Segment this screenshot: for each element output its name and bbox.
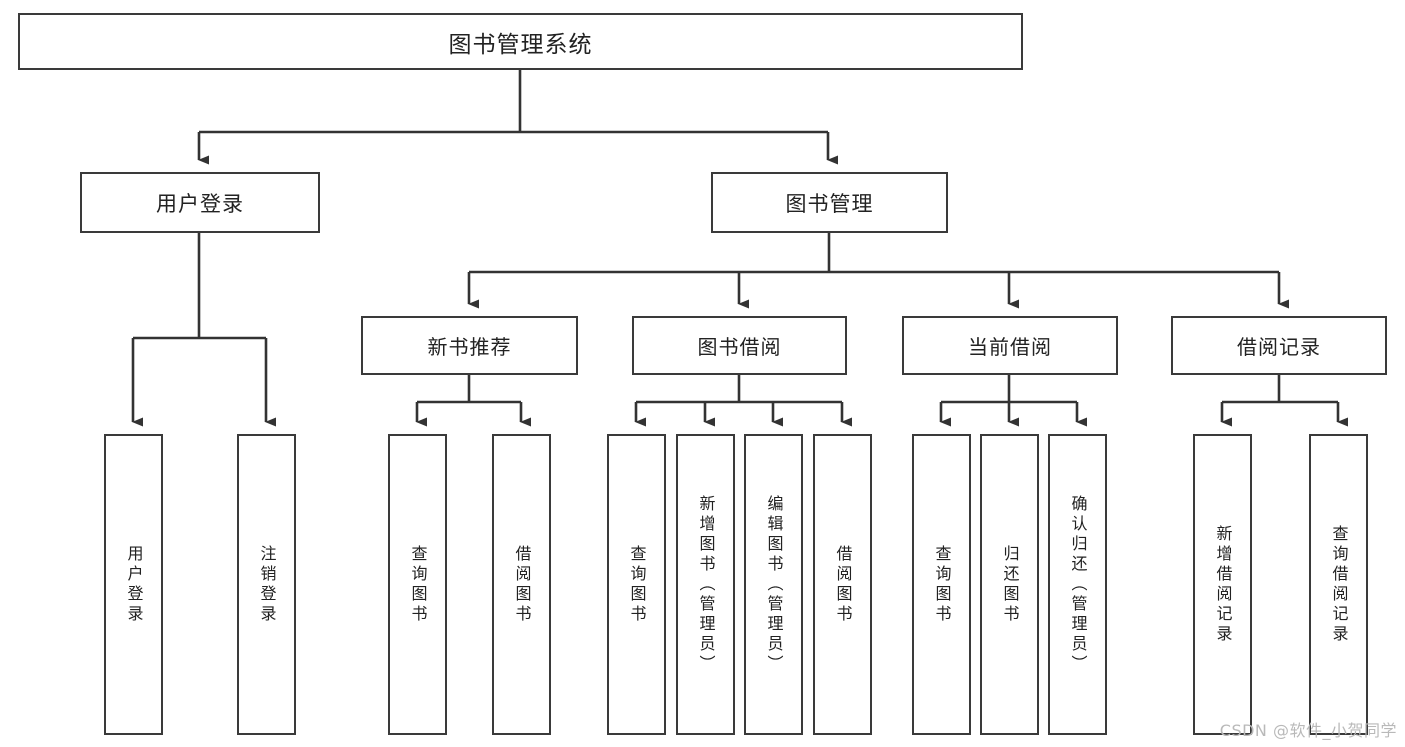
node-leaf-query-record-label: 查询借阅记录	[1329, 524, 1349, 645]
node-book-management-label: 图书管理	[785, 191, 874, 216]
node-new-book-recommend[interactable]: 新书推荐	[361, 316, 578, 375]
node-leaf-query-book-3[interactable]: 查询图书	[912, 434, 971, 735]
node-user-login-label: 用户登录	[156, 191, 244, 216]
node-root-label: 图书管理系统	[448, 31, 593, 58]
node-leaf-user-logout-label: 注销登录	[257, 544, 277, 625]
node-leaf-return-book[interactable]: 归还图书	[980, 434, 1039, 735]
node-root[interactable]: 图书管理系统	[18, 13, 1023, 70]
node-leaf-borrow-book-2-label: 借阅图书	[833, 544, 853, 625]
node-book-borrow-label: 图书借阅	[697, 335, 782, 359]
node-leaf-user-login-label: 用户登录	[124, 544, 144, 625]
node-leaf-borrow-book-1-label: 借阅图书	[512, 544, 532, 625]
node-leaf-add-record-label: 新增借阅记录	[1213, 524, 1233, 645]
node-user-login[interactable]: 用户登录	[80, 172, 320, 233]
node-new-book-recommend-label: 新书推荐	[427, 335, 512, 359]
node-leaf-query-book-1[interactable]: 查询图书	[388, 434, 447, 735]
node-leaf-query-book-2-label: 查询图书	[627, 544, 647, 625]
node-leaf-add-book[interactable]: 新增图书（管理员）	[676, 434, 735, 735]
node-leaf-query-book-3-label: 查询图书	[932, 544, 952, 625]
node-current-borrow[interactable]: 当前借阅	[902, 316, 1118, 375]
node-book-borrow[interactable]: 图书借阅	[632, 316, 847, 375]
node-current-borrow-label: 当前借阅	[968, 335, 1052, 359]
csdn-watermark: CSDN @软件_小贺同学	[1219, 721, 1397, 740]
node-leaf-user-logout[interactable]: 注销登录	[237, 434, 296, 735]
node-book-management[interactable]: 图书管理	[711, 172, 948, 233]
node-leaf-return-book-label: 归还图书	[1000, 544, 1020, 625]
node-leaf-query-book-1-label: 查询图书	[408, 544, 428, 625]
node-leaf-add-record[interactable]: 新增借阅记录	[1193, 434, 1252, 735]
node-borrow-record-label: 借阅记录	[1237, 335, 1321, 359]
node-leaf-add-book-label: 新增图书（管理员）	[696, 494, 716, 675]
node-leaf-edit-book-label: 编辑图书（管理员）	[764, 494, 784, 675]
node-leaf-confirm-return[interactable]: 确认归还（管理员）	[1048, 434, 1107, 735]
node-leaf-borrow-book-2[interactable]: 借阅图书	[813, 434, 872, 735]
node-leaf-borrow-book-1[interactable]: 借阅图书	[492, 434, 551, 735]
node-leaf-edit-book[interactable]: 编辑图书（管理员）	[744, 434, 803, 735]
node-leaf-query-record[interactable]: 查询借阅记录	[1309, 434, 1368, 735]
node-borrow-record[interactable]: 借阅记录	[1171, 316, 1387, 375]
node-leaf-user-login[interactable]: 用户登录	[104, 434, 163, 735]
node-leaf-confirm-return-label: 确认归还（管理员）	[1068, 494, 1088, 675]
node-leaf-query-book-2[interactable]: 查询图书	[607, 434, 666, 735]
